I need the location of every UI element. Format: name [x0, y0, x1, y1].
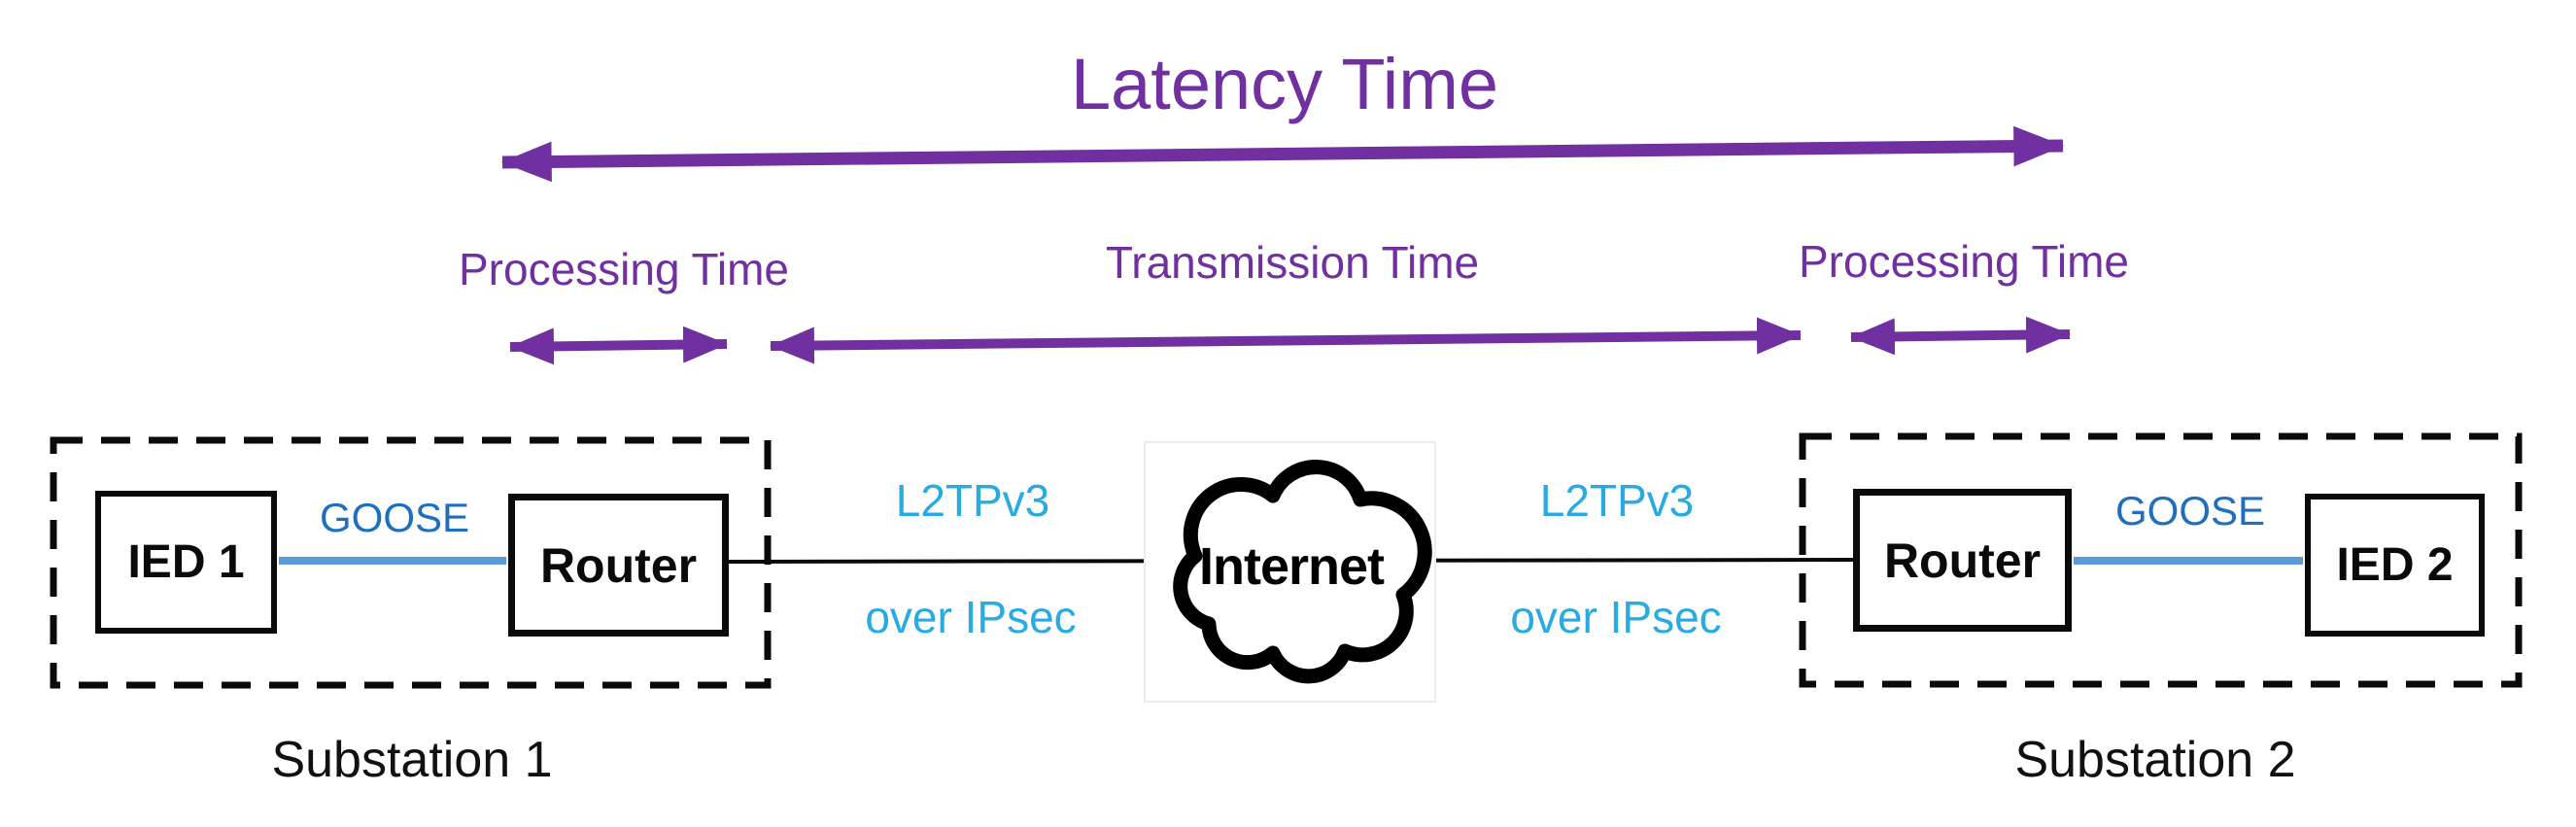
substation2-box	[1799, 432, 2523, 688]
l2tpv3-right-label: L2TPv3	[1539, 475, 1695, 526]
goose-right-label: GOOSE	[2114, 488, 2266, 534]
over-ipsec-right-label: over IPsec	[1510, 592, 1722, 642]
router1-label: Router	[539, 537, 698, 593]
ied2-label: IED 2	[2336, 539, 2454, 591]
ied1-label: IED 1	[127, 536, 245, 588]
router2-box: Router	[1853, 489, 2072, 632]
internet-cloud	[1144, 441, 1436, 703]
latency-time-label: Latency Time	[1070, 44, 1499, 124]
l2tpv3-left-label: L2TPv3	[895, 475, 1050, 526]
router1-box: Router	[508, 494, 729, 637]
goose-left-label: GOOSE	[319, 495, 470, 540]
transmission-time-label: Transmission Time	[1105, 237, 1480, 288]
internet-label: Internet	[1198, 537, 1385, 596]
latency-arrow	[500, 125, 2065, 183]
ied2-box: IED 2	[2305, 494, 2485, 637]
substation1-label: Substation 1	[271, 732, 553, 788]
router2-label: Router	[1883, 533, 2042, 588]
ied1-box: IED 1	[95, 491, 277, 634]
over-ipsec-left-label: over IPsec	[865, 592, 1077, 642]
processing-time-left-label: Processing Time	[458, 244, 790, 294]
transmission-arrow	[770, 317, 1802, 364]
substation2-label: Substation 2	[2014, 732, 2296, 788]
processing-arrow-right	[1850, 316, 2071, 356]
processing-arrow-left	[509, 326, 728, 365]
processing-time-right-label: Processing Time	[1798, 236, 2130, 287]
